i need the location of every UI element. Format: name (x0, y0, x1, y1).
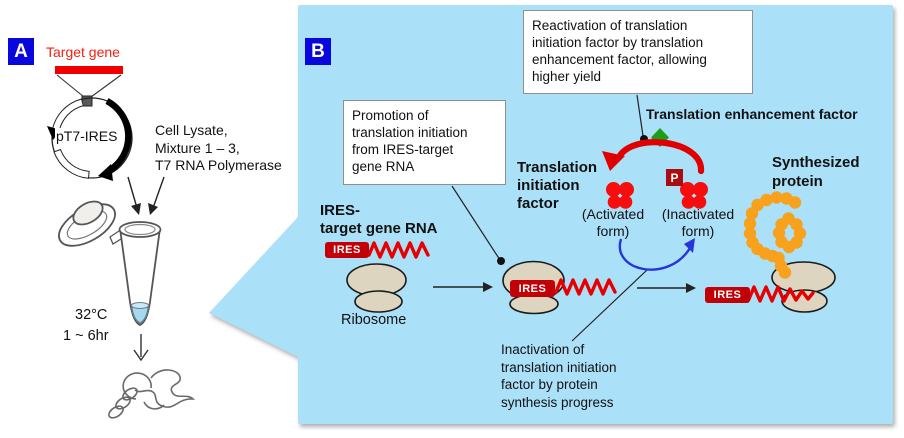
ires-tag-center: IRES (510, 280, 555, 297)
reactivation-arc-arrow (602, 139, 705, 175)
rna-squiggle-right (747, 285, 815, 303)
promotion-note: Promotion of translation initiation from… (343, 100, 506, 185)
synthesized-protein-label: Synthesized protein (772, 154, 860, 190)
panel-a-label: A (8, 38, 34, 65)
activated-form-label: (Activated form) (581, 206, 645, 239)
reactivation-note: Reactivation of translation initiation f… (523, 10, 753, 94)
inactivation-note: Inactivation of translation initiation f… (501, 342, 617, 410)
nascent-protein-beads (743, 191, 807, 279)
folded-protein-doodle (108, 369, 196, 419)
rna-squiggle-left (367, 241, 430, 259)
temperature-label: 32°C (75, 307, 108, 323)
ires-rna-heading: IRES- target gene RNA (320, 202, 438, 237)
incubation-arrow (133, 334, 149, 362)
rna-squiggle-center (554, 278, 617, 296)
callout-dot (497, 257, 505, 265)
ribosome-label: Ribosome (341, 312, 407, 328)
initiation-factor-label: Translation initiation factor (517, 159, 598, 212)
inactivation-arc-arrow (618, 238, 695, 271)
ires-tag-right: IRES (705, 287, 750, 303)
promotion-callout-line (451, 185, 505, 265)
step-arrow-1 (433, 282, 493, 292)
plasmid-label: pT7-IRES (55, 128, 119, 145)
mix-arrows (127, 176, 165, 215)
plasmid-map (47, 97, 133, 181)
activated-factor-icon (606, 182, 634, 209)
ires-tag-left: IRES (325, 242, 369, 258)
inactivated-form-label: (Inactivated form) (661, 206, 735, 239)
reaction-tube (58, 200, 162, 326)
zoom-wedge (209, 217, 298, 357)
ribosome-free (346, 263, 407, 313)
panel-b-label: B (305, 38, 331, 65)
inactivation-callout-line (571, 269, 648, 342)
target-gene-label: Target gene (46, 44, 120, 60)
enhancement-factor-label: Translation enhancement factor (646, 106, 858, 122)
duration-label: 1 ~ 6hr (63, 328, 109, 344)
step-arrow-2 (637, 283, 696, 293)
target-gene-insert (55, 66, 123, 107)
inactivated-factor-icon (680, 182, 708, 209)
target-gene-bar (55, 66, 123, 74)
phosphate-tag: P (666, 169, 683, 186)
reagents-text: Cell Lysate, Mixture 1 – 3, T7 RNA Polym… (155, 122, 282, 173)
